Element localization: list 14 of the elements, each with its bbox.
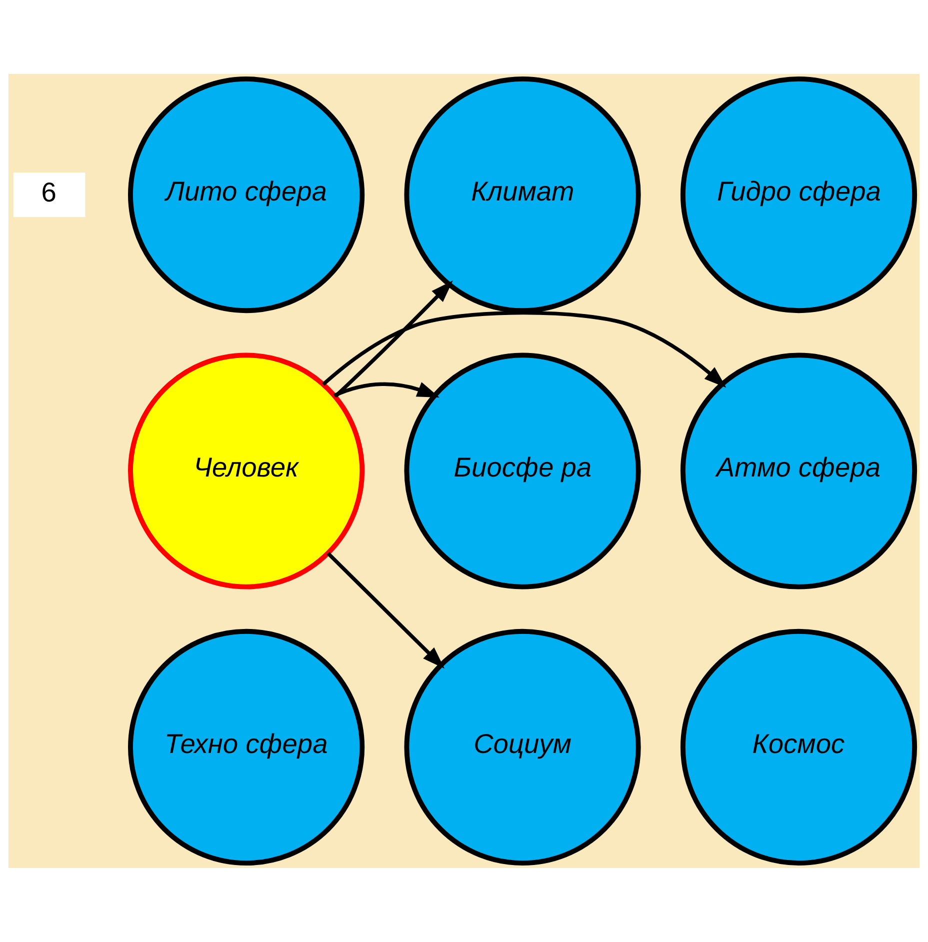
arrow — [326, 552, 444, 669]
label: 6 — [41, 176, 56, 208]
arrow — [334, 382, 440, 398]
arrow — [322, 310, 726, 388]
arrow — [334, 280, 453, 398]
node-circle: Космос — [680, 628, 918, 866]
node-circle: Лито сфера — [128, 76, 365, 314]
node-circle: Человек — [128, 352, 365, 590]
node-circle: Климат — [404, 76, 641, 314]
node-circle: Атмо сфера — [680, 352, 918, 590]
node-circle: Гидро сфера — [680, 76, 918, 314]
node-circle: Социум — [404, 628, 641, 866]
node-circle: Биосфе ра — [404, 352, 641, 590]
node-circle: Техно сфера — [128, 628, 365, 866]
